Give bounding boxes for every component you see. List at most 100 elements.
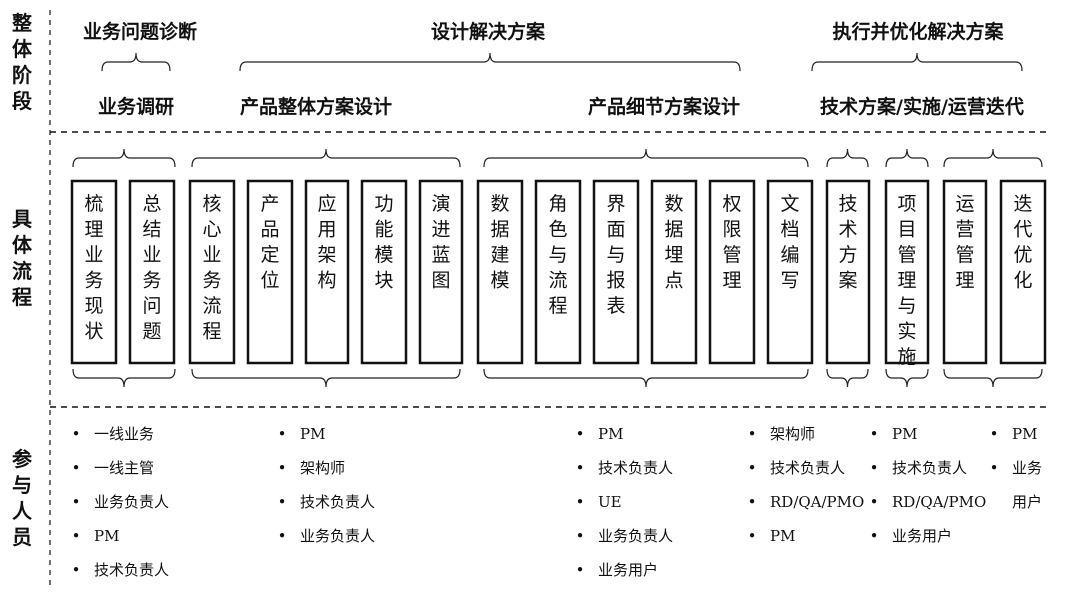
- participant-item: 业务负责人: [598, 527, 673, 545]
- step-char: 心: [202, 219, 221, 241]
- step-box: [650, 179, 698, 365]
- step-char: 界: [606, 193, 625, 215]
- step-char: 业: [202, 244, 221, 266]
- step-char: 程: [548, 295, 567, 317]
- step-brace-bottom-ops-iteration: [943, 368, 1043, 388]
- bullet-dot: •: [748, 493, 757, 511]
- participant-item: RD/QA/PMO: [892, 493, 986, 511]
- step-char: 表: [606, 295, 625, 317]
- step-brace-top-overall-design: [191, 148, 461, 168]
- step-box: [360, 179, 408, 365]
- step-char: 品: [260, 219, 279, 241]
- bullet-dot: •: [278, 527, 287, 545]
- step-char: 理: [722, 270, 741, 292]
- step-char: 状: [84, 321, 103, 343]
- participant-item: PM: [1012, 425, 1037, 443]
- participant-item: 技术负责人: [770, 459, 845, 477]
- bullet-dot: •: [870, 425, 879, 443]
- step-char: 功: [374, 193, 393, 215]
- bullet-dot: •: [870, 527, 879, 545]
- step-char: 现: [84, 295, 103, 317]
- participant-item: PM: [94, 527, 119, 545]
- step-char: 埋: [664, 244, 683, 266]
- step-char: 流: [548, 270, 567, 292]
- participant-lists: •一线业务•一线主管•业务负责人•PM•技术负责人•PM•架构师•技术负责人•业…: [72, 425, 1042, 579]
- step-box: [418, 179, 464, 365]
- step-box: [534, 179, 582, 365]
- step-tech-plan: 技术方案: [825, 179, 871, 365]
- step-char: 管: [955, 244, 974, 266]
- sub-phase-headers: 业务调研产品整体方案设计产品细节方案设计技术方案/实施/运营迭代: [98, 95, 1024, 118]
- bullet-dot: •: [72, 493, 81, 511]
- step-char: 数: [490, 193, 509, 215]
- step-char: 构: [317, 270, 336, 292]
- sub-phase-detail-design: 产品细节方案设计: [588, 95, 740, 118]
- step-char: 产: [260, 193, 279, 215]
- braces: [72, 52, 1043, 388]
- step-box: [70, 179, 118, 365]
- step-char: 管: [722, 244, 741, 266]
- participant-item: 业务用户: [892, 527, 952, 545]
- row-label-char: 整: [11, 11, 32, 35]
- phase-brace-diagnosis: [101, 52, 171, 72]
- step-char: 实: [897, 321, 916, 343]
- step-brace-bottom-overall-design: [191, 368, 461, 388]
- bullet-dot: •: [576, 425, 585, 443]
- step-box: [942, 179, 988, 365]
- step-char: 程: [202, 321, 221, 343]
- step-char: 写: [780, 270, 799, 292]
- step-brace-top-diagnosis: [72, 148, 176, 168]
- step-char: 图: [431, 270, 450, 292]
- step-char: 目: [897, 219, 916, 241]
- participants-diagnosis: •一线业务•一线主管•业务负责人•PM•技术负责人: [72, 425, 169, 579]
- row-label-char: 阶: [12, 63, 33, 87]
- bullet-dot: •: [576, 459, 585, 477]
- step-char: 理: [84, 219, 103, 241]
- step-char: 结: [142, 219, 161, 241]
- row-label-char: 流: [12, 259, 32, 283]
- bullet-dot: •: [72, 561, 81, 579]
- participant-item: 架构师: [300, 459, 345, 477]
- step-box: [766, 179, 814, 365]
- step-char: 业: [142, 244, 161, 266]
- step-char: 蓝: [431, 244, 450, 266]
- participant-item: 技术负责人: [598, 459, 673, 477]
- process-steps: 梳理业务现状总结业务问题核心业务流程产品定位应用架构功能模块演进蓝图数据建模角色…: [70, 179, 1047, 368]
- bullet-dot: •: [990, 459, 999, 477]
- phase-brace-design: [239, 52, 741, 72]
- step-box: [304, 179, 350, 365]
- bullet-dot: •: [576, 561, 585, 579]
- row-label-char: 参: [12, 447, 32, 471]
- row-label-char: 体: [12, 37, 33, 61]
- participants-tech-plan: •架构师•技术负责人•RD/QA/PMO•PM: [748, 425, 865, 545]
- bullet-dot: •: [990, 425, 999, 443]
- phase-design: 设计解决方案: [431, 20, 546, 43]
- step-char: 建: [490, 244, 509, 266]
- step-box: [188, 179, 236, 365]
- step-char: 施: [897, 346, 916, 368]
- step-char: 理: [897, 270, 916, 292]
- step-box: [825, 179, 871, 365]
- bullet-dot: •: [748, 459, 757, 477]
- step-box: [999, 179, 1047, 365]
- participant-item: RD/QA/PMO: [770, 493, 864, 511]
- step-box: [476, 179, 524, 365]
- step-char: 优: [1013, 244, 1032, 266]
- row-label-char: 程: [12, 285, 32, 309]
- phase-execute: 执行并优化解决方案: [832, 20, 1004, 43]
- bullet-dot: •: [72, 459, 81, 477]
- step-char: 业: [84, 244, 103, 266]
- step-char: 模: [374, 244, 393, 266]
